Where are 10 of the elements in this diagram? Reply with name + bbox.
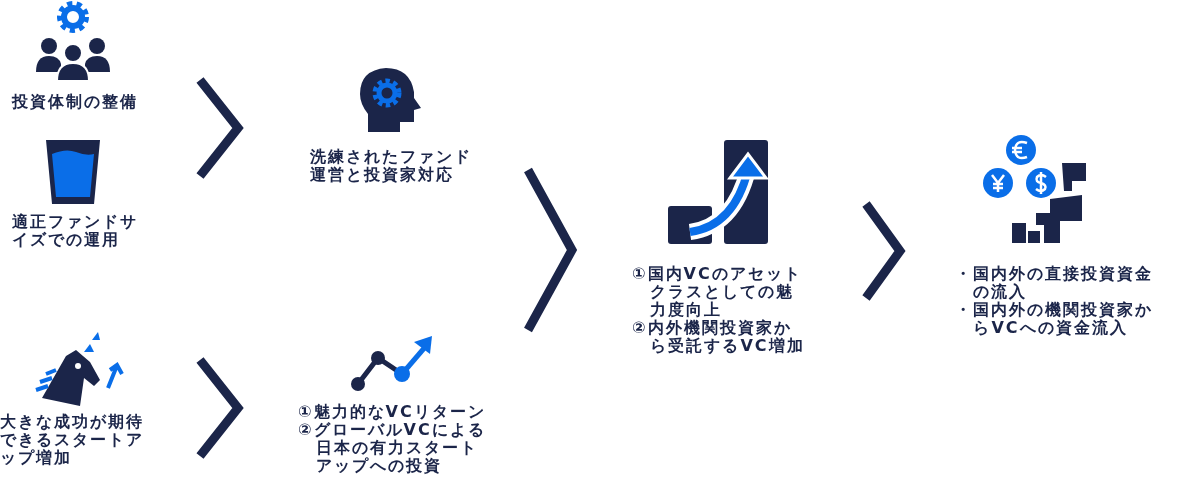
caption-text: 洗練されたファンド運営と投資家対応 — [310, 148, 473, 184]
caption-text: 投資体制の整備 — [12, 93, 139, 111]
caption-text: 大きな成功が期待できるスタートアップ増加 — [0, 413, 145, 467]
list-item-text: ・国内外の直接投資資金の流入 — [955, 265, 1154, 301]
caption-text: 適正ファンドサイズでの運用 — [12, 213, 139, 249]
list-item-text: ・国内外の機関投資家からVCへの資金流入 — [955, 301, 1154, 337]
list-item-text: ①国内VCのアセットクラスとしての魅力度向上 — [632, 265, 803, 319]
list-item-text: ①魅力的なVCリターン — [298, 403, 487, 421]
list-item-text: ②内外機関投資家から受託するVC増加 — [632, 319, 806, 355]
list-item-text: ②グローバルVCによる日本の有力スタートアップへの投資 — [298, 421, 487, 475]
